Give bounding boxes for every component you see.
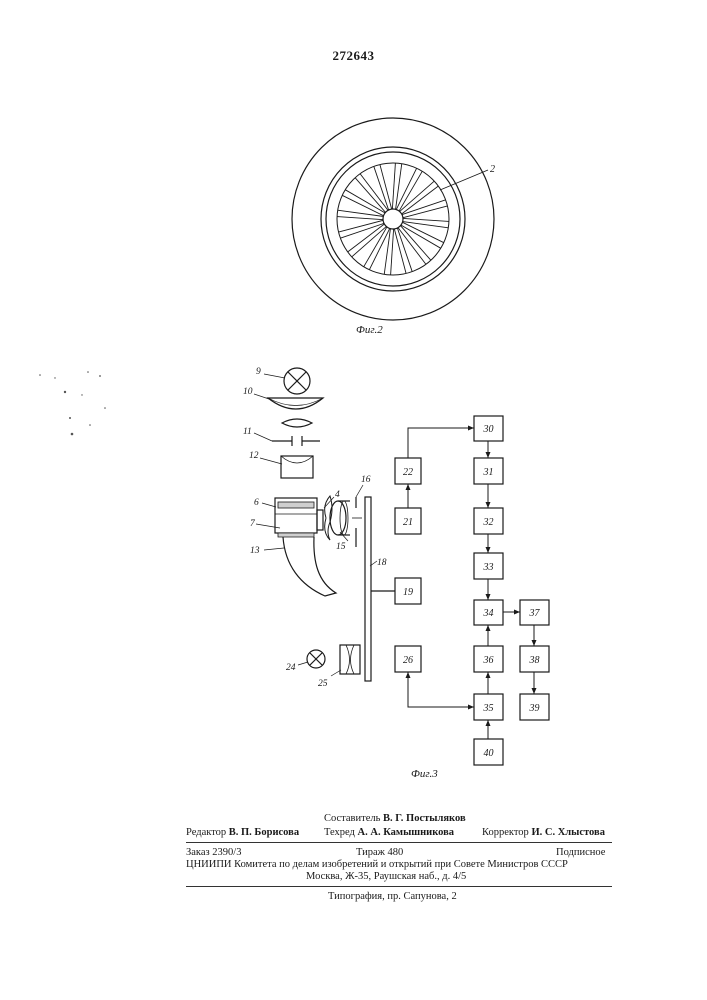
lens-condenser [282,419,312,427]
techeditor-line: Техред А. А. Камышникова [324,826,454,839]
block-30-label: 30 [483,424,494,435]
proofreader-name: И. С. Хлыстова [531,827,605,838]
spoke-line [364,227,387,267]
spoke-line [345,190,385,213]
spoke-line [352,227,387,257]
spoke-line [392,163,395,209]
label-6: 6 [254,498,259,508]
spoke-line [337,217,383,220]
spoke-line [401,225,441,248]
figure-2-wheel: 2 Фиг.2 [292,118,495,336]
spoke-line [369,229,389,270]
figure-3-blocks [395,416,549,765]
label-2: 2 [490,164,495,175]
block-22-label: 22 [403,467,413,478]
label-15: 15 [336,542,346,552]
composer-role: Составитель [324,813,380,824]
editor-role: Редактор [186,827,226,838]
label-7: 7 [250,519,256,529]
spoke-line [384,229,390,275]
label-12: 12 [249,451,259,461]
wheel-spoke-ring [337,163,449,275]
horn-13 [283,537,336,596]
arrowheads [406,426,537,727]
spoke-line [403,222,444,242]
label-10: 10 [243,387,253,397]
spoke-line [338,210,384,216]
block-39-label: 39 [529,703,540,714]
spoke-line [400,181,435,211]
techeditor-name: А. А. Камышникова [358,827,455,838]
lens-25 [340,645,360,674]
figure-3-optics [268,368,395,681]
block-33-label: 33 [483,562,494,573]
label-25: 25 [318,679,328,689]
wheel-spokes [337,163,449,275]
spoke-line [399,171,422,211]
block-36-label: 36 [483,655,494,666]
wheel-outer-rim [292,118,494,320]
spoke-line [342,195,383,215]
block-38-label: 38 [529,655,540,666]
wheel-hub [383,209,403,229]
editor-line: Редактор В. П. Борисова [186,826,299,839]
label-4: 4 [335,490,340,500]
mirror-10 [268,398,323,409]
proofreader-line: Корректор И. С. Хлыстова [482,826,605,839]
objective-15 [330,501,346,535]
block-37-label: 37 [529,608,541,619]
composer-line: Составитель В. Г. Постыляков [324,812,466,825]
figure-2-caption: Фиг.2 [356,324,383,336]
address-line: Москва, Ж-35, Раушская наб., д. 4/5 [306,870,466,883]
figure-3-caption: Фиг.3 [411,768,438,780]
block-26-label: 26 [403,655,413,666]
block-32-label: 32 [483,517,494,528]
optical-leaders [254,374,377,676]
proofreader-role: Корректор [482,827,529,838]
spoke-line [403,222,449,228]
label-9: 9 [256,367,261,377]
block-34-label: 34 [483,608,494,619]
label-11: 11 [243,427,252,437]
objective-lens-a [325,496,332,540]
imprint-rule-bottom [186,886,612,887]
block-40-label: 40 [484,748,494,759]
label-18: 18 [377,558,387,568]
techeditor-role: Техред [324,827,355,838]
spoke-line [401,226,431,261]
block-31-label: 31 [483,467,494,478]
wheel-ring-outer [321,147,465,291]
label-24: 24 [286,663,296,673]
spoke-line [403,218,449,221]
spoke-line [396,168,416,209]
label-16: 16 [361,475,371,485]
imprint-rule-top [186,842,612,843]
composer-name: В. Г. Постыляков [383,813,466,824]
prism-4 [317,510,323,530]
scan-specks [39,371,106,435]
printer-line: Типография, пр. Сапунова, 2 [328,890,457,903]
spoke-line [355,178,385,213]
spoke-line [391,229,394,275]
editor-name: В. П. Борисова [229,827,299,838]
wheel-ring-inner [326,152,460,286]
block-21-label: 21 [403,517,413,528]
screen-18 [365,497,371,681]
block-connections [408,428,534,739]
spoke-line [396,164,402,210]
label-13: 13 [250,546,260,556]
block-35-label: 35 [483,703,494,714]
block-19-label: 19 [403,587,413,598]
